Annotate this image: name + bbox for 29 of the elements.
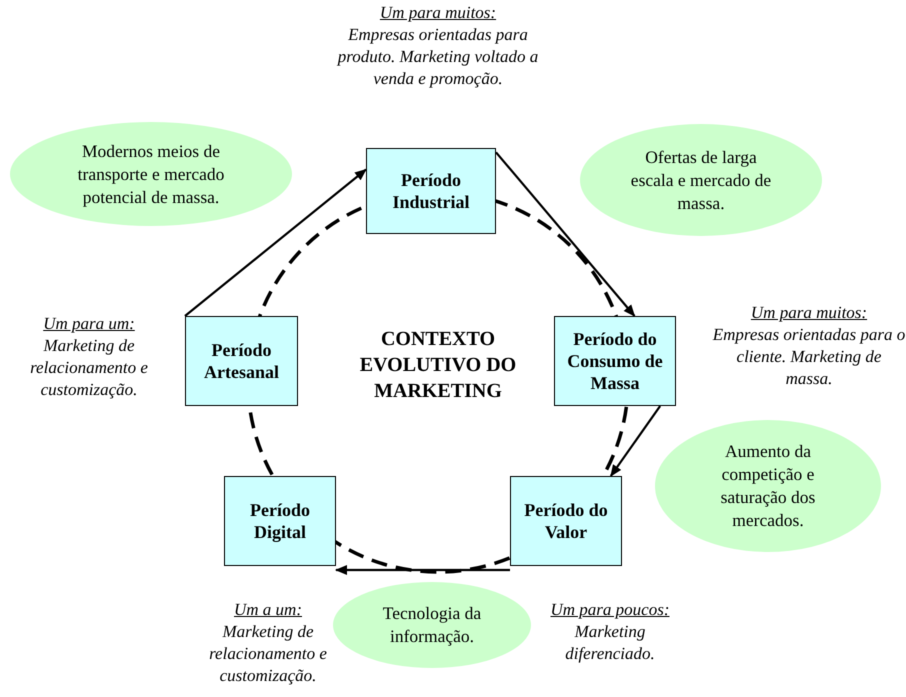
annotation-text: Empresas orientadas para o cliente. Marketing de massa. xyxy=(712,324,906,390)
period-label: Período Digital xyxy=(249,499,311,543)
period-box xyxy=(554,316,676,406)
center-title: CONTEXTO EVOLUTIVO DO MARKETING xyxy=(358,327,518,404)
period-label: Período do Consumo de Massa xyxy=(566,328,664,394)
annotation-text: Marketing de relacionamento e customização. xyxy=(208,621,328,687)
period-label: Período do Valor xyxy=(523,499,609,543)
annotation-heading: Um a um: xyxy=(234,599,302,621)
period-box xyxy=(185,316,298,406)
note-text: Modernos meios de transporte e mercado potencial de massa. xyxy=(76,140,226,208)
annotation-text: Marketing de relacionamento e customização. xyxy=(29,335,149,401)
annotation-heading: Um para muitos: xyxy=(380,2,496,24)
annotation-text: Empresas orientadas para produto. Marketing voltado a venda e promoção. xyxy=(336,24,540,90)
period-label: Período Artesanal xyxy=(203,339,280,383)
annotation-text: Marketing diferenciado. xyxy=(564,621,656,665)
note-text: Ofertas de larga escala e mercado de massa. xyxy=(630,146,772,214)
period-label: Período Industrial xyxy=(391,169,471,213)
note-text: Aumento da competição e saturação dos mercados. xyxy=(720,440,816,532)
annotation-heading: Um para muitos: xyxy=(750,302,868,324)
period-box xyxy=(366,148,496,234)
arrow xyxy=(495,152,636,317)
period-box xyxy=(224,476,336,566)
annotation-heading: Um para poucos: xyxy=(550,599,670,621)
period-box xyxy=(510,476,622,566)
annotation-heading: Um para um: xyxy=(43,313,135,335)
note-text: Tecnologia da informação. xyxy=(382,602,482,648)
arrow xyxy=(184,168,367,317)
arrow xyxy=(335,565,510,575)
arrow xyxy=(610,405,662,477)
